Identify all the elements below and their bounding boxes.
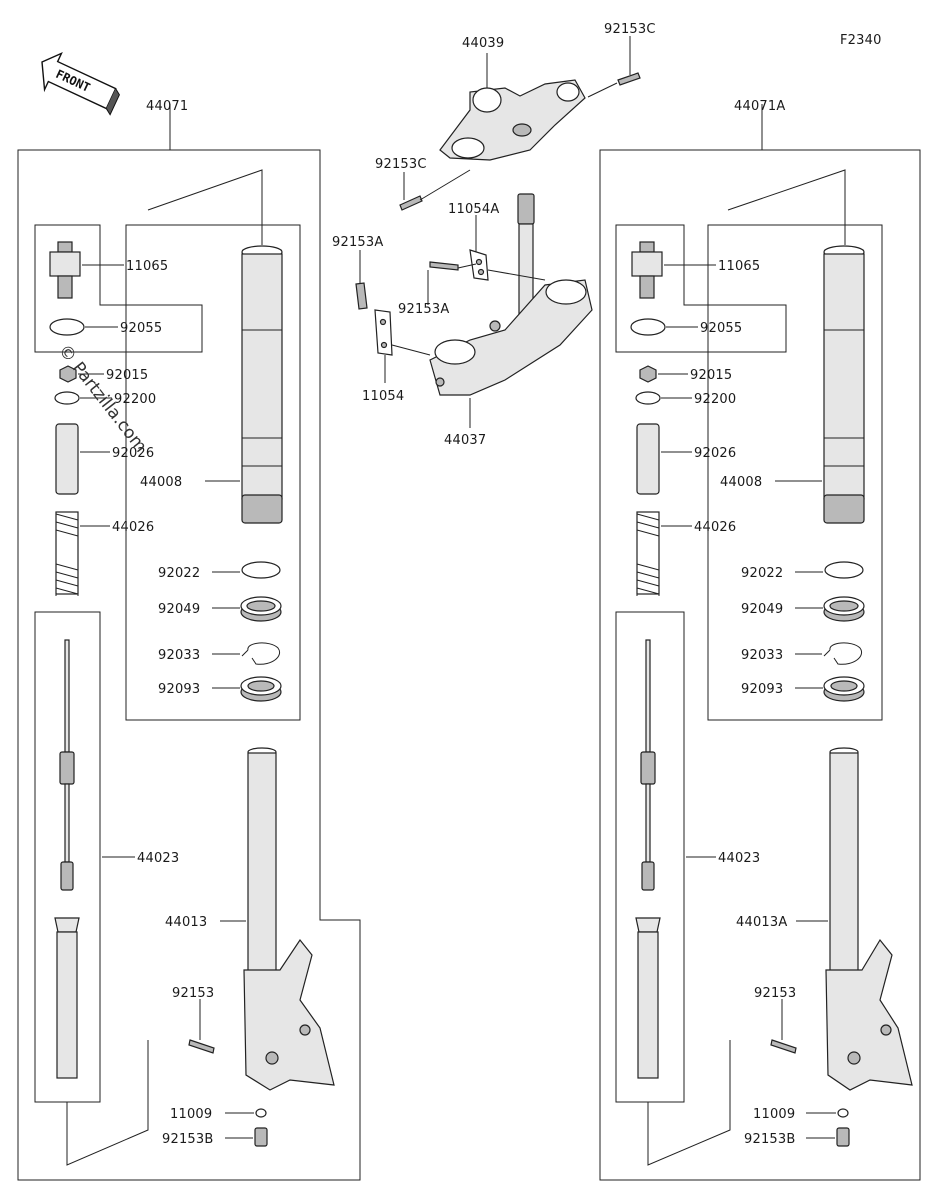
label-92153C-mid: 92153C [375,157,427,172]
washer-92200-right [635,391,661,405]
seal-92049 [240,596,282,622]
label-L-11009: 11009 [170,1107,212,1122]
label-11054: 11054 [362,389,404,404]
label-R-92026: 92026 [694,446,736,461]
label-R-44023: 44023 [718,851,760,866]
outer-tube-44008 [241,245,283,524]
label-92153C-top: 92153C [604,22,656,37]
cap-bolt-11065 [49,241,81,299]
label-R-92033: 92033 [741,648,783,663]
o-ring-92055-right [630,318,666,336]
ring-92022-right [824,561,864,579]
label-L-92200: 92200 [114,392,156,407]
label-R-44026: 44026 [694,520,736,535]
ring-92022 [241,561,281,579]
damper-rod-44023 [54,639,80,1079]
nut-92015-right [639,365,657,383]
spring-44026 [55,511,79,596]
label-L-44026: 44026 [112,520,154,535]
cap-bolt-11065-right [631,241,663,299]
label-R-44013A: 44013A [736,915,787,930]
outer-tube-44008-right [823,245,865,524]
label-L-92055: 92055 [120,321,162,336]
label-L-92015: 92015 [106,368,148,383]
label-11054A: 11054A [448,202,499,217]
bracket-11054 [374,309,393,356]
label-L-92049: 92049 [158,602,200,617]
right-fork-assembly: 44071A 11065 92055 92015 92200 92026 [599,99,921,1181]
dust-seal-92093-right [823,676,865,702]
washer-11009-right [837,1108,849,1118]
bolt-92153A-right [429,261,459,271]
bolt-92153C-mid [399,195,423,211]
label-R-92200: 92200 [694,392,736,407]
label-R-92015: 92015 [690,368,732,383]
label-R-44008: 44008 [720,475,762,490]
seal-92049-right [823,596,865,622]
label-R-92093: 92093 [741,682,783,697]
label-R-92022: 92022 [741,566,783,581]
figure-code: F2340 [840,33,882,48]
bolt-92153C-top [617,72,641,86]
spring-44026-right [636,511,660,596]
o-ring-92055 [49,318,85,336]
label-44037: 44037 [444,433,486,448]
label-44071A: 44071A [734,99,785,114]
label-L-92093: 92093 [158,682,200,697]
bracket-11054A [469,249,489,281]
clip-92033-right [823,642,862,665]
front-arrow-icon: FRONT [41,52,120,116]
washer-92200 [54,391,80,405]
label-R-92153B: 92153B [744,1132,795,1147]
label-92153A-left: 92153A [332,235,383,250]
label-L-92153B: 92153B [162,1132,213,1147]
label-R-11065: 11065 [718,259,760,274]
label-L-44013: 44013 [165,915,207,930]
steering-stem-assembly: 44039 92153C 92153C [332,22,656,448]
label-L-11065: 11065 [126,259,168,274]
label-L-92033: 92033 [158,648,200,663]
inner-tube-44013 [243,747,335,1091]
washer-11009 [255,1108,267,1118]
label-44039: 44039 [462,36,504,51]
bolt-92153A-left [355,282,368,310]
plug-92153B [254,1127,268,1147]
label-R-11009: 11009 [753,1107,795,1122]
label-L-92153: 92153 [172,986,214,1001]
inner-tube-44013A [825,747,913,1091]
bolt-92153 [188,1039,215,1054]
upper-clamp-44039 [439,79,586,161]
label-L-44008: 44008 [140,475,182,490]
collar-92026-right [636,423,660,495]
label-R-92049: 92049 [741,602,783,617]
dust-seal-92093 [240,676,282,702]
collar-92026 [55,423,79,495]
label-L-92026: 92026 [112,446,154,461]
plug-92153B-right [836,1127,850,1147]
damper-rod-44023-right [635,639,661,1079]
clip-92033 [241,642,280,665]
stem-44037 [429,193,593,396]
label-R-92055: 92055 [700,321,742,336]
nut-92015 [59,365,77,383]
label-L-92022: 92022 [158,566,200,581]
bolt-92153-right [770,1039,797,1054]
label-L-44023: 44023 [137,851,179,866]
label-92153A-right: 92153A [398,302,449,317]
left-fork-assembly: 44071 11065 92055 92015 92200 92026 [17,99,361,1181]
label-R-92153: 92153 [754,986,796,1001]
label-44071: 44071 [146,99,188,114]
